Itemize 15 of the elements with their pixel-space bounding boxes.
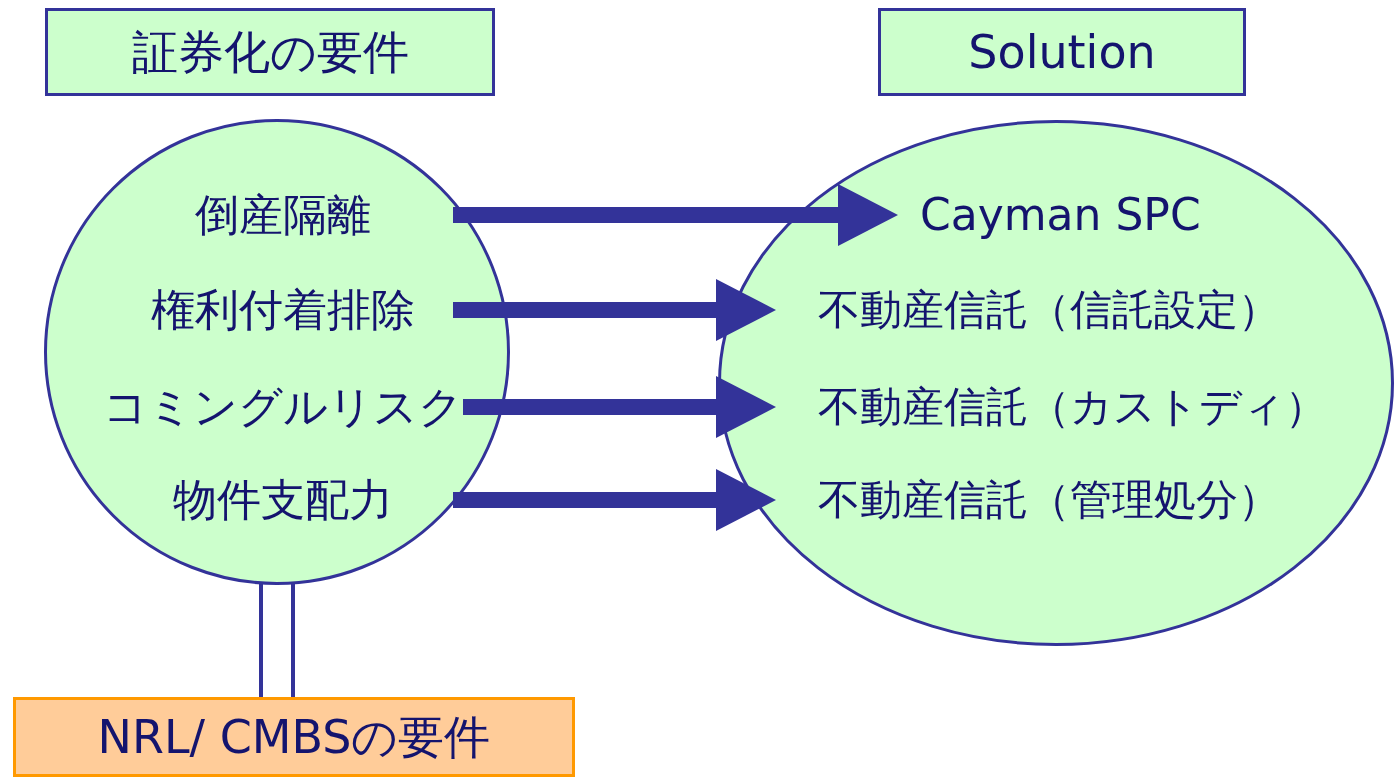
requirement-label: 権利付着排除 [113,285,453,335]
solution-label: Cayman SPC [898,190,1278,240]
title-box: 証券化の要件 [45,8,495,96]
solution-ellipse [718,120,1394,646]
solution-label: 不動産信託（信託設定） [776,285,1360,335]
requirement-label: 倒産隔離 [113,190,453,240]
solution-label: 不動産信託（管理処分） [776,475,1360,525]
requirement-label: コミングルリスク [103,382,463,432]
requirement-label: 物件支配力 [113,475,453,525]
requirements-circle [44,119,510,585]
solution-label: 不動産信託（カストディ） [776,382,1360,432]
arrow [453,279,776,341]
requirement-box: NRL/ CMBSの要件 [13,697,575,777]
title-box: Solution [878,8,1246,96]
double-line [259,583,295,697]
